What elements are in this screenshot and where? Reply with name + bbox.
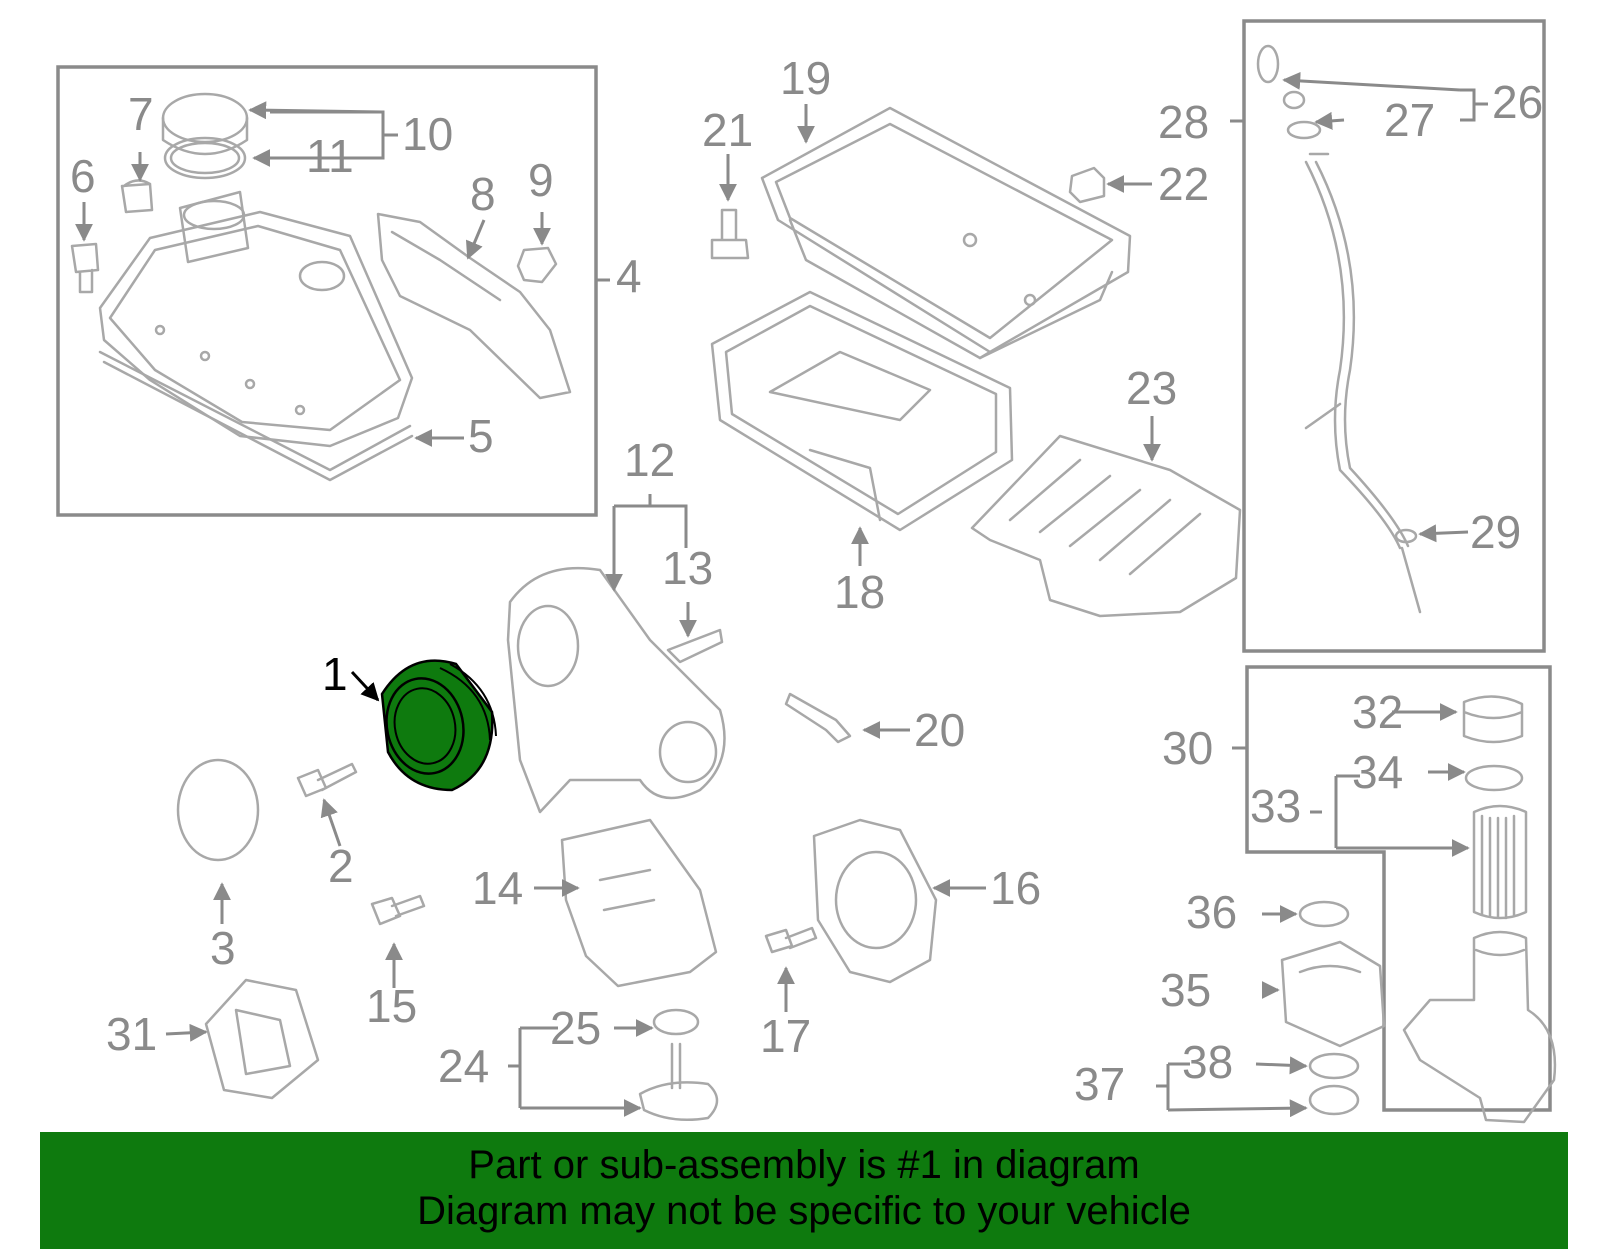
group-box-30 (1245, 665, 1552, 1112)
callout-24: 24 (438, 1040, 489, 1092)
callout-4: 4 (616, 250, 642, 302)
part-16-bore (834, 850, 918, 950)
callout-20: 20 (914, 704, 965, 756)
callout-29: 29 (1470, 506, 1521, 558)
callout-2: 2 (328, 840, 354, 892)
callout-19: 19 (780, 52, 831, 104)
dipstick-part (1256, 44, 1422, 614)
part-21 (710, 208, 750, 260)
callout-35: 35 (1160, 964, 1211, 1016)
part-24 (638, 1042, 719, 1122)
part-22 (1068, 166, 1106, 204)
part-9 (516, 246, 558, 284)
callout-10: 10 (402, 108, 453, 160)
part-8 (376, 212, 572, 400)
callout-37: 37 (1074, 1058, 1125, 1110)
oil-pan-lower-part (710, 290, 1014, 532)
highlighted-part-1 (380, 659, 497, 792)
leader-lines (75, 71, 1488, 1118)
valve-cover-part (98, 190, 414, 482)
callout-9: 9 (528, 154, 554, 206)
oil-pan-upper-part (760, 106, 1132, 360)
callout-12: 12 (624, 434, 675, 486)
callout-5: 5 (468, 410, 494, 462)
part-20 (784, 692, 852, 744)
callout-13: 13 (662, 542, 713, 594)
callout-36: 36 (1186, 886, 1237, 938)
part-6 (70, 242, 100, 294)
callout-7: 7 (128, 88, 154, 140)
callout-18: 18 (834, 566, 885, 618)
callout-33: 33 (1250, 780, 1301, 832)
part-36 (1298, 900, 1350, 928)
part-2 (296, 762, 358, 798)
filter-housing-part (1402, 930, 1557, 1124)
callout-1: 1 (322, 648, 348, 700)
oil-filler-cap-part (161, 92, 249, 180)
part-13 (666, 628, 724, 664)
part-35 (1280, 940, 1386, 1048)
callout-11: 11 (306, 130, 354, 182)
part-14 (560, 818, 718, 988)
part-33 (1472, 804, 1528, 920)
callout-31: 31 (106, 1008, 157, 1060)
callout-14: 14 (472, 862, 523, 914)
splash-shield-part (970, 434, 1242, 618)
part-38 (1308, 1052, 1360, 1080)
callout-38: 38 (1182, 1036, 1233, 1088)
info-banner: Part or sub-assembly is #1 in diagram Di… (40, 1132, 1568, 1249)
callout-25: 25 (550, 1002, 601, 1054)
part-32 (1462, 695, 1524, 744)
callout-3: 3 (210, 922, 236, 974)
callout-8: 8 (470, 168, 496, 220)
callout-22: 22 (1158, 158, 1209, 210)
callout-16: 16 (990, 862, 1041, 914)
part-34 (1464, 764, 1524, 792)
callout-26: 26 (1492, 76, 1543, 128)
timing-cover-part (506, 566, 726, 814)
banner-line-2: Diagram may not be specific to your vehi… (417, 1189, 1191, 1233)
callout-21: 21 (702, 104, 753, 156)
group-box-4 (56, 65, 598, 517)
callout-34: 34 (1352, 746, 1403, 798)
callout-labels: 1 2 3 4 5 6 7 8 9 10 11 12 13 14 15 16 1… (70, 52, 1543, 1110)
part-7 (120, 179, 154, 214)
part-16 (812, 818, 938, 984)
callout-32: 32 (1352, 686, 1403, 738)
part-15 (370, 894, 426, 926)
part-37 (1308, 1084, 1360, 1116)
part-3 (176, 758, 260, 862)
part-17 (764, 926, 818, 954)
callout-17: 17 (760, 1010, 811, 1062)
part-25 (652, 1008, 700, 1036)
callout-23: 23 (1126, 362, 1177, 414)
callout-15: 15 (366, 980, 417, 1032)
callout-28: 28 (1158, 96, 1209, 148)
callout-27: 27 (1384, 94, 1435, 146)
group-box-28 (1242, 19, 1546, 653)
banner-line-1: Part or sub-assembly is #1 in diagram (468, 1143, 1140, 1187)
callout-6: 6 (70, 150, 96, 202)
part-31 (204, 978, 320, 1100)
callout-30: 30 (1162, 722, 1213, 774)
